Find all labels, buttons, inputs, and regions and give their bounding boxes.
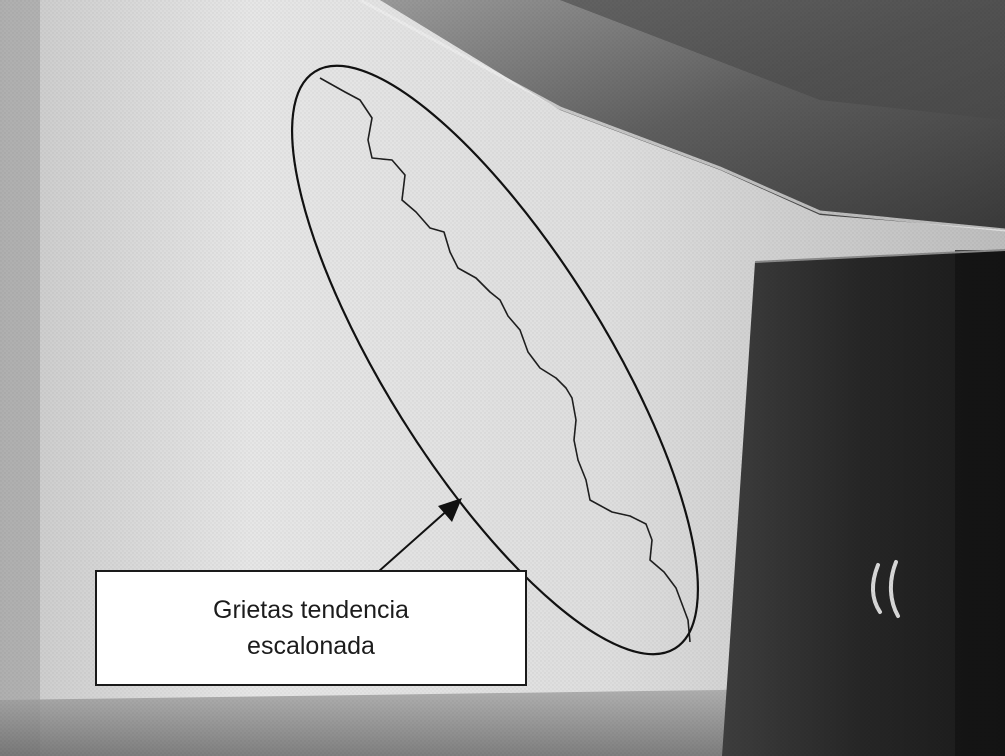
stepped-crack [319,77,691,643]
annotation-label-box: Grietas tendencia escalonada [95,570,527,686]
annotation-line-1: Grietas tendencia [213,596,409,624]
highlight-ellipse [291,64,699,656]
annotation-line-2: escalonada [247,632,375,660]
callout-arrow-line [377,507,451,573]
callout-arrow-head [438,498,462,522]
